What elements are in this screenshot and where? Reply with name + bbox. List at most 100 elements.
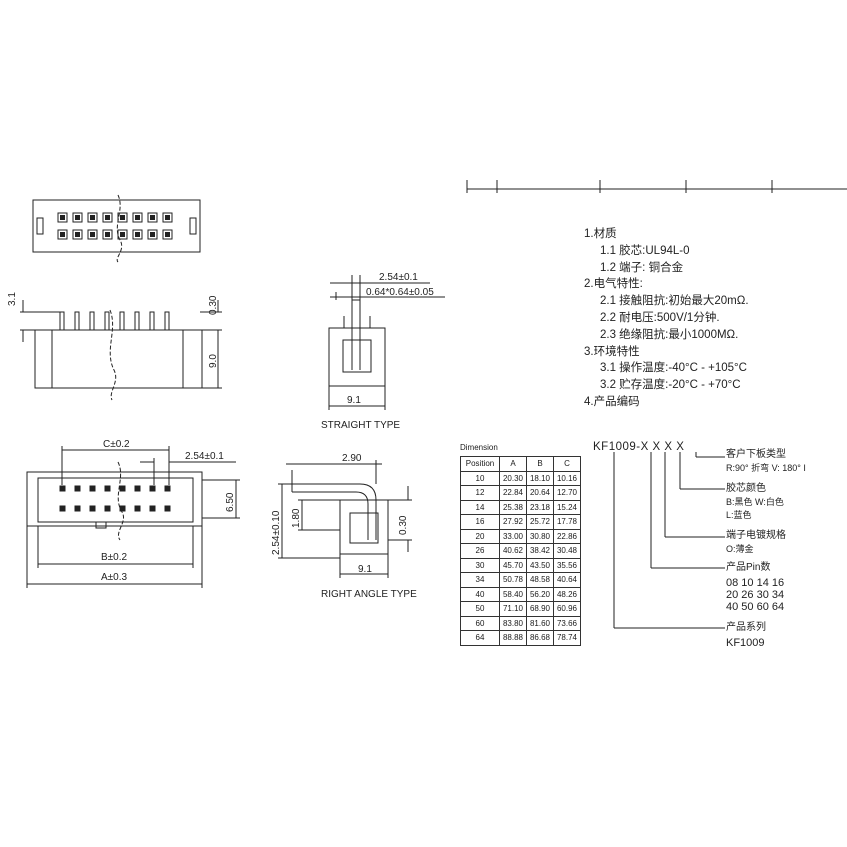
- pin-mark: [102, 212, 113, 223]
- pin-mark: [57, 212, 68, 223]
- pin-mark: [149, 505, 156, 512]
- pin-mark: [119, 311, 125, 331]
- pin-mark: [162, 212, 173, 223]
- pin-mark: [117, 212, 128, 223]
- pin-mark: [59, 485, 66, 492]
- table-cell: 35.56: [553, 557, 581, 573]
- dim-s-pin: 0.64*0.64±0.05: [366, 287, 434, 298]
- table-cell: 56.20: [526, 586, 554, 602]
- pin-mark: [72, 212, 83, 223]
- spec-list: 1.材质 1.1 胶芯:UL94L-0 1.2 端子: 铜合金 2.电气特性: …: [584, 226, 749, 411]
- pin-mark: [149, 485, 156, 492]
- pin-mark: [104, 311, 110, 331]
- table-cell: 34: [460, 572, 500, 588]
- table-cell: 10.16: [553, 470, 581, 486]
- pin-mark: [135, 215, 140, 220]
- table-cell: 78.74: [553, 630, 581, 646]
- table-cell: 40: [460, 586, 500, 602]
- dim-r-0-30: 0.30: [398, 515, 409, 535]
- dimension-table-title: Dimension: [460, 443, 498, 452]
- pin-mark: [59, 505, 66, 512]
- table-cell: 64: [460, 630, 500, 646]
- pin-mark: [102, 229, 113, 240]
- table-cell: 50: [460, 601, 500, 617]
- pin-mark: [89, 311, 95, 331]
- table-cell: 15.24: [553, 499, 581, 515]
- opt-plating-title: 端子电镀规格: [726, 530, 786, 541]
- pin-mark: [132, 229, 143, 240]
- spec-storage-temp: 3.2 贮存温度:-20°C - +70°C: [600, 379, 741, 392]
- pin-mark: [165, 232, 170, 237]
- pin-mark: [162, 229, 173, 240]
- pin-mark: [105, 215, 110, 220]
- dim-6-50: 6.50: [225, 492, 236, 512]
- dim-pitch: 2.54±0.1: [185, 451, 224, 462]
- opt-pins-row3: 40 50 60 64: [726, 601, 785, 613]
- table-cell: 14: [460, 499, 500, 515]
- table-cell: 60.96: [553, 601, 581, 617]
- opt-color-title: 胶芯颜色: [726, 483, 766, 494]
- pin-mark: [87, 212, 98, 223]
- table-cell: 83.80: [499, 615, 527, 631]
- table-cell: 30.80: [526, 528, 554, 544]
- pin-mark: [57, 229, 68, 240]
- spec-operating-temp: 3.1 操作温度:-40°C - +105°C: [600, 362, 747, 375]
- dim-3-1: 3.1: [7, 292, 18, 306]
- pin-mark: [74, 505, 81, 512]
- opt-pins-title: 产品Pin数: [726, 562, 771, 573]
- pin-mark: [134, 311, 140, 331]
- pin-mark: [104, 505, 111, 512]
- pin-mark: [165, 215, 170, 220]
- table-cell: 20: [460, 528, 500, 544]
- table-cell: 12: [460, 485, 500, 501]
- table-cell: 18.10: [526, 470, 554, 486]
- pin-mark: [119, 485, 126, 492]
- dim-a: A±0.3: [101, 572, 127, 583]
- opt-pins-row1: 08 10 14 16: [726, 577, 785, 589]
- dim-r-9-1: 9.1: [358, 564, 372, 575]
- spec-terminal: 1.2 端子: 铜合金: [600, 261, 684, 274]
- spec-electrical: 2.电气特性:: [584, 278, 643, 291]
- pin-mark: [89, 505, 96, 512]
- pin-mark: [149, 311, 155, 331]
- pin-mark: [105, 232, 110, 237]
- dim-0-30: 0.30: [208, 295, 219, 315]
- table-cell: 16: [460, 514, 500, 530]
- opt-pins-row2: 20 26 30 34: [726, 589, 785, 601]
- table-cell: 43.50: [526, 557, 554, 573]
- table-cell: 17.78: [553, 514, 581, 530]
- table-cell: 86.68: [526, 630, 554, 646]
- table-cell: 58.40: [499, 586, 527, 602]
- pin-mark: [120, 215, 125, 220]
- spec-insulation: 2.3 绝缘阻抗:最小1000MΩ.: [600, 328, 739, 341]
- plan-view: [26, 446, 240, 588]
- opt-series-value: KF1009: [726, 637, 765, 649]
- pin-mark: [134, 485, 141, 492]
- table-cell: 26: [460, 543, 500, 559]
- pin-mark: [164, 505, 171, 512]
- code-leader-lines: [613, 452, 725, 629]
- pin-mark: [104, 485, 111, 492]
- table-cell: 25.72: [526, 514, 554, 530]
- table-cell: 25.38: [499, 499, 527, 515]
- table-cell: 88.88: [499, 630, 527, 646]
- dim-r-2-54: 2.54±0.10: [271, 510, 282, 555]
- straight-type-view: [328, 275, 445, 410]
- straight-type-label: STRAIGHT TYPE: [321, 420, 400, 431]
- pin-mark: [90, 215, 95, 220]
- dim-9-0: 9.0: [208, 354, 219, 368]
- table-cell: 50.78: [499, 572, 527, 588]
- pin-mark: [90, 232, 95, 237]
- table-cell: 68.90: [526, 601, 554, 617]
- spec-environment: 3.环境特性: [584, 345, 640, 358]
- table-cell: 71.10: [499, 601, 527, 617]
- table-cell: 60: [460, 615, 500, 631]
- opt-series-title: 产品系列: [726, 622, 766, 633]
- table-cell: 33.00: [499, 528, 527, 544]
- pin-mark: [60, 215, 65, 220]
